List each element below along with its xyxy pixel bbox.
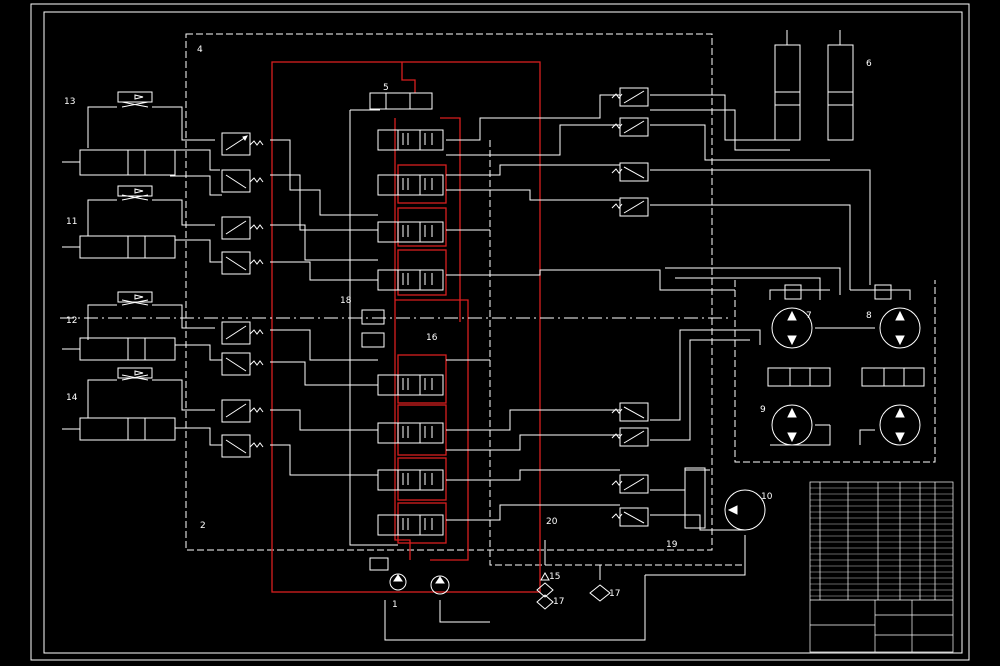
cylinder-6 xyxy=(774,30,854,141)
label-16: 16 xyxy=(426,333,438,343)
directional-valve-bank xyxy=(361,92,444,571)
label-15: 15 xyxy=(549,572,560,582)
label-11: 11 xyxy=(66,217,77,227)
cylinder-14 xyxy=(62,417,176,441)
label-6: 6 xyxy=(866,59,872,69)
label-5: 5 xyxy=(383,83,389,93)
label-13: 13 xyxy=(64,97,75,107)
title-block-rows xyxy=(810,487,953,597)
label-9: 9 xyxy=(760,405,766,415)
label-17-a: 17 xyxy=(553,597,564,607)
pumps-and-filters xyxy=(389,571,611,610)
label-2: 2 xyxy=(200,521,206,531)
label-1: 1 xyxy=(392,600,398,610)
motor-10 xyxy=(684,467,766,531)
cylinder-12 xyxy=(62,337,176,361)
hydraulic-motors xyxy=(767,284,925,446)
throttle-check-units xyxy=(117,91,153,381)
label-12: 12 xyxy=(66,316,77,326)
pipelines xyxy=(60,94,911,641)
drawing-frame xyxy=(30,3,970,661)
label-14: 14 xyxy=(66,393,78,403)
cylinder-13 xyxy=(62,149,176,176)
valve-arrows xyxy=(402,133,433,530)
valve-block-boundary xyxy=(185,33,936,566)
label-17-b: 17 xyxy=(609,589,620,599)
title-block xyxy=(809,481,954,653)
label-19: 19 xyxy=(666,540,678,550)
label-10: 10 xyxy=(761,492,773,502)
label-20: 20 xyxy=(546,517,558,527)
label-18: 18 xyxy=(340,296,352,306)
label-4: 4 xyxy=(197,45,203,55)
label-7: 7 xyxy=(806,311,812,321)
pressure-valves-left xyxy=(221,132,264,458)
label-8: 8 xyxy=(866,311,872,321)
cylinder-11 xyxy=(62,235,176,259)
pressure-valves-right xyxy=(611,87,649,527)
